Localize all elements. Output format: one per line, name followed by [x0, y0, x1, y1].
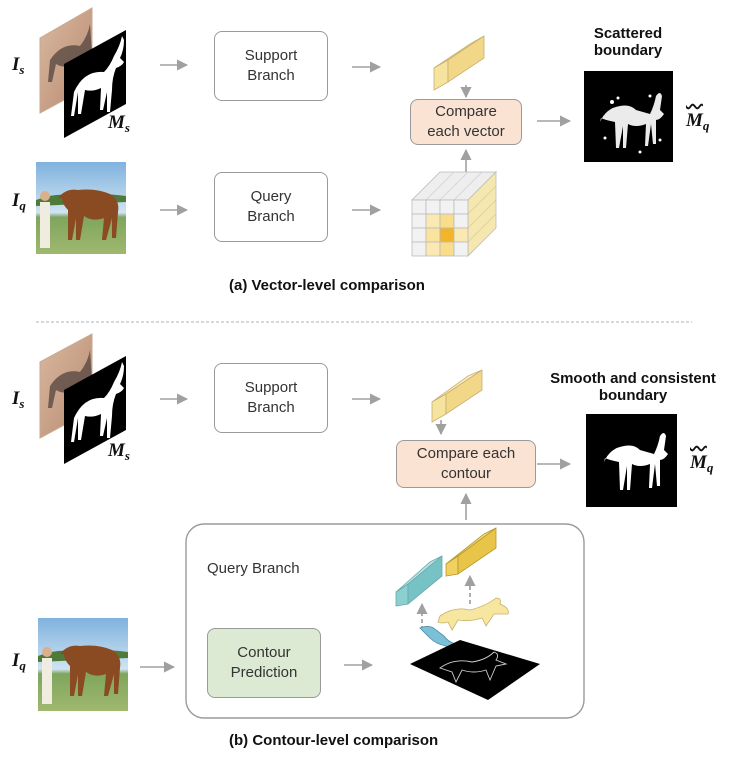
- cube-cell: [453, 227, 469, 243]
- support-mask-a: [64, 30, 126, 138]
- cube-right-grid: [467, 213, 497, 243]
- mq-b-main: M: [690, 452, 707, 473]
- contour-prediction-label: Contour Prediction: [230, 643, 298, 681]
- contour-shape-yellow: [437, 597, 509, 631]
- cube-cell: [439, 213, 455, 229]
- query-branch-title: Query Branch: [207, 560, 300, 577]
- is-b-sub: s: [19, 396, 25, 411]
- cube-top-grid: [425, 171, 455, 201]
- cube-cell: [453, 241, 469, 257]
- cube-cell: [425, 199, 441, 215]
- support-branch-b-label: Support Branch: [244, 378, 298, 416]
- support-vector-a: [433, 35, 485, 91]
- cube-cell: [425, 227, 441, 243]
- cube-top-grid: [453, 171, 483, 201]
- cube-cell: [425, 241, 441, 257]
- contour-vector-yellow: [445, 527, 497, 577]
- contour-prediction-box: Contour Prediction: [207, 628, 321, 698]
- iq-a-sub: q: [19, 198, 26, 213]
- mq-a-sub: q: [702, 118, 710, 133]
- contour-map: [410, 640, 540, 700]
- cube-cell: [411, 199, 427, 215]
- contour-vector-blue: [395, 555, 443, 607]
- output-mask-smooth: [586, 414, 677, 507]
- compare-vector-box: Compare each vector: [410, 99, 522, 145]
- is-a-sub: s: [19, 62, 25, 77]
- query-image-b: [38, 618, 128, 711]
- support-branch-b: Support Branch: [214, 363, 328, 433]
- mq-b-sub: q: [706, 460, 714, 475]
- caption-b: (b) Contour-level comparison: [229, 732, 439, 749]
- is-a-main: I: [12, 54, 20, 75]
- is-b-main: I: [12, 388, 20, 409]
- compare-contour-box: Compare each contour: [396, 440, 536, 488]
- support-branch-a: Support Branch: [214, 31, 328, 101]
- iq-a-main: I: [12, 190, 20, 211]
- query-image-a: [36, 162, 126, 254]
- output-mask-scattered: [584, 71, 673, 162]
- ms-b-sub: s: [124, 448, 130, 463]
- ms-a-main: M: [108, 112, 125, 133]
- cube-right-grid: [467, 199, 497, 229]
- label-query-image-b: Iq: [12, 650, 26, 674]
- ms-b-main: M: [108, 440, 125, 461]
- cube-cell: [453, 199, 469, 215]
- output-title-a: Scattered boundary: [593, 25, 663, 59]
- output-title-b: Smooth and consistent boundary: [550, 370, 716, 404]
- iq-b-main: I: [12, 650, 20, 671]
- support-mask-b: [64, 356, 126, 464]
- query-branch-a: Query Branch: [214, 172, 328, 242]
- cube-top-grid: [439, 171, 469, 201]
- label-support-image-a: Is: [12, 54, 24, 78]
- cube-cell: [439, 241, 455, 257]
- label-support-mask-a: Ms: [108, 112, 130, 136]
- query-branch-a-label: Query Branch: [247, 187, 295, 225]
- mq-a-main: M: [686, 110, 703, 131]
- label-pred-mask-a: Mq: [686, 110, 709, 134]
- cube-cell: [439, 199, 455, 215]
- iq-b-sub: q: [19, 658, 26, 673]
- support-vector-b: [431, 369, 483, 423]
- label-support-mask-b: Ms: [108, 440, 130, 464]
- compare-contour-label: Compare each contour: [416, 444, 516, 482]
- label-pred-mask-b: Mq: [690, 452, 713, 476]
- label-query-image-a: Iq: [12, 190, 26, 214]
- cube-cell: [439, 227, 455, 243]
- cube-cell: [453, 213, 469, 229]
- label-support-image-b: Is: [12, 388, 24, 412]
- cube-cell: [411, 227, 427, 243]
- caption-a: (a) Vector-level comparison: [229, 277, 425, 294]
- cube-right-grid: [467, 185, 497, 215]
- ms-a-sub: s: [124, 120, 130, 135]
- cube-cell: [425, 213, 441, 229]
- support-branch-a-label: Support Branch: [244, 46, 298, 84]
- cube-cell: [411, 213, 427, 229]
- compare-vector-label: Compare each vector: [427, 102, 505, 140]
- cube-cell: [411, 241, 427, 257]
- query-feature-cube-a: [411, 171, 497, 257]
